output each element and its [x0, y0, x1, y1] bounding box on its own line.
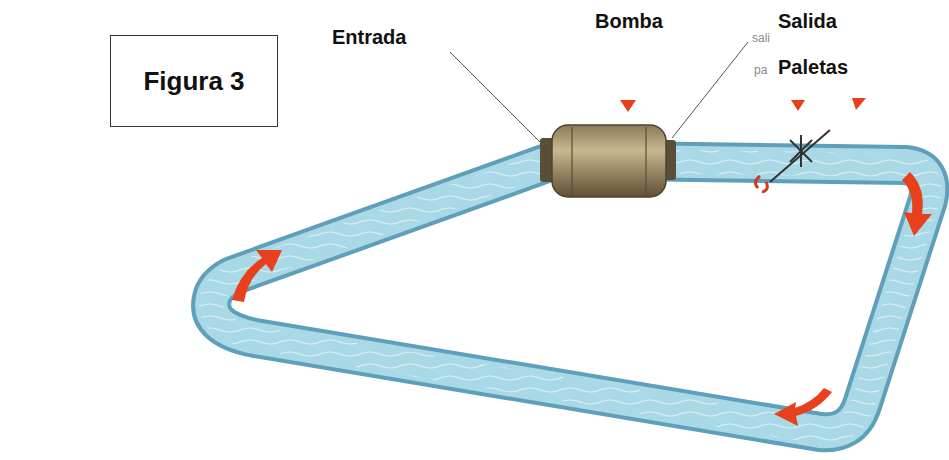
- faint-label: pa: [754, 64, 767, 77]
- paddle-wheel: [755, 130, 830, 192]
- pump-label: Bomba: [595, 10, 663, 32]
- outlet-label: Salida: [778, 10, 837, 32]
- leader-lines: [450, 42, 748, 146]
- inlet-label: Entrada: [332, 26, 406, 48]
- flow-arrows: [232, 150, 932, 426]
- paddles-label: Paletas: [778, 56, 848, 78]
- faint-label: sali: [752, 32, 770, 45]
- figure-title: Figura 3: [143, 66, 244, 97]
- marker-triangles: [620, 98, 866, 112]
- pump-body: [540, 125, 676, 197]
- pipe-loop: [211, 160, 929, 432]
- figure-box: Figura 3: [110, 35, 278, 127]
